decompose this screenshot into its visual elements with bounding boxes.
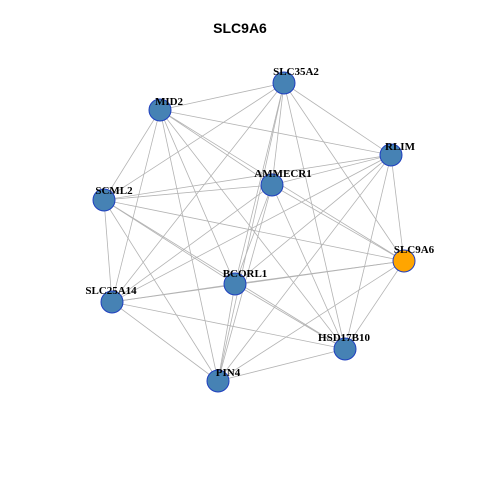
- edge-mid2-slc25a14: [111, 109, 161, 303]
- edge-bcorl1-pin4: [217, 283, 236, 382]
- node-bcorl1[interactable]: [223, 272, 247, 296]
- edge-slc35a2-mid2: [159, 82, 285, 111]
- node-label-slc35a2: SLC35A2: [273, 66, 319, 78]
- edge-rlim-slc9a6: [390, 154, 405, 262]
- edge-slc35a2-ammecr1: [271, 82, 285, 186]
- edge-slc35a2-scml2: [103, 82, 285, 201]
- node-label-rlim: RLIM: [385, 141, 416, 153]
- node-label-slc9a6: SLC9A6: [394, 244, 435, 256]
- edges-layer: [103, 82, 405, 382]
- edge-rlim-slc25a14: [111, 154, 392, 303]
- edge-scml2-slc9a6: [103, 199, 405, 262]
- node-slc25a14[interactable]: [100, 290, 124, 314]
- edge-ammecr1-scml2: [103, 184, 273, 201]
- node-pin4[interactable]: [206, 369, 230, 393]
- node-hsd17b10[interactable]: [333, 337, 357, 361]
- node-label-ammecr1: AMMECR1: [254, 168, 311, 180]
- node-mid2[interactable]: [148, 98, 172, 122]
- edge-scml2-bcorl1: [103, 199, 236, 285]
- edge-bcorl1-hsd17b10: [234, 283, 346, 350]
- node-scml2[interactable]: [92, 188, 116, 212]
- edge-ammecr1-hsd17b10: [271, 184, 346, 350]
- edge-mid2-hsd17b10: [159, 109, 346, 350]
- edge-scml2-slc25a14: [103, 199, 113, 303]
- edge-bcorl1-slc25a14: [111, 283, 236, 303]
- edge-slc35a2-bcorl1: [234, 82, 285, 285]
- node-label-bcorl1: BCORL1: [223, 268, 268, 280]
- edge-mid2-scml2: [103, 109, 161, 201]
- edge-rlim-ammecr1: [271, 154, 392, 186]
- edge-slc35a2-slc25a14: [111, 82, 285, 303]
- node-label-mid2: MID2: [155, 96, 184, 108]
- edge-mid2-ammecr1: [159, 109, 273, 186]
- edge-slc9a6-pin4: [217, 260, 405, 382]
- edge-slc35a2-slc9a6: [283, 82, 405, 262]
- edge-slc25a14-hsd17b10: [111, 301, 346, 350]
- chart-title: SLC9A6: [213, 20, 267, 36]
- edge-rlim-scml2: [103, 154, 392, 201]
- edge-rlim-pin4: [217, 154, 392, 382]
- edge-ammecr1-slc25a14: [111, 184, 273, 303]
- node-rlim[interactable]: [379, 143, 403, 167]
- edge-ammecr1-slc9a6: [271, 184, 405, 262]
- edge-ammecr1-bcorl1: [234, 184, 273, 285]
- edge-slc35a2-pin4: [217, 82, 285, 382]
- node-label-scml2: SCML2: [95, 185, 133, 197]
- edge-scml2-hsd17b10: [103, 199, 346, 350]
- node-label-hsd17b10: HSD17B10: [318, 332, 370, 344]
- node-ammecr1[interactable]: [260, 173, 284, 197]
- edge-scml2-pin4: [103, 199, 219, 382]
- edge-slc35a2-rlim: [283, 82, 392, 156]
- nodes-layer: [92, 71, 416, 393]
- node-slc35a2[interactable]: [272, 71, 296, 95]
- edge-hsd17b10-pin4: [217, 348, 346, 382]
- edge-slc25a14-pin4: [111, 301, 219, 382]
- edge-slc35a2-hsd17b10: [283, 82, 346, 350]
- edge-mid2-bcorl1: [159, 109, 236, 285]
- node-label-pin4: PIN4: [216, 367, 241, 379]
- edge-slc9a6-hsd17b10: [344, 260, 405, 350]
- edge-rlim-bcorl1: [234, 154, 392, 285]
- edge-mid2-rlim: [159, 109, 392, 156]
- node-label-slc25a14: SLC25A14: [85, 285, 137, 297]
- edge-rlim-hsd17b10: [344, 154, 392, 350]
- node-slc9a6[interactable]: [392, 249, 416, 273]
